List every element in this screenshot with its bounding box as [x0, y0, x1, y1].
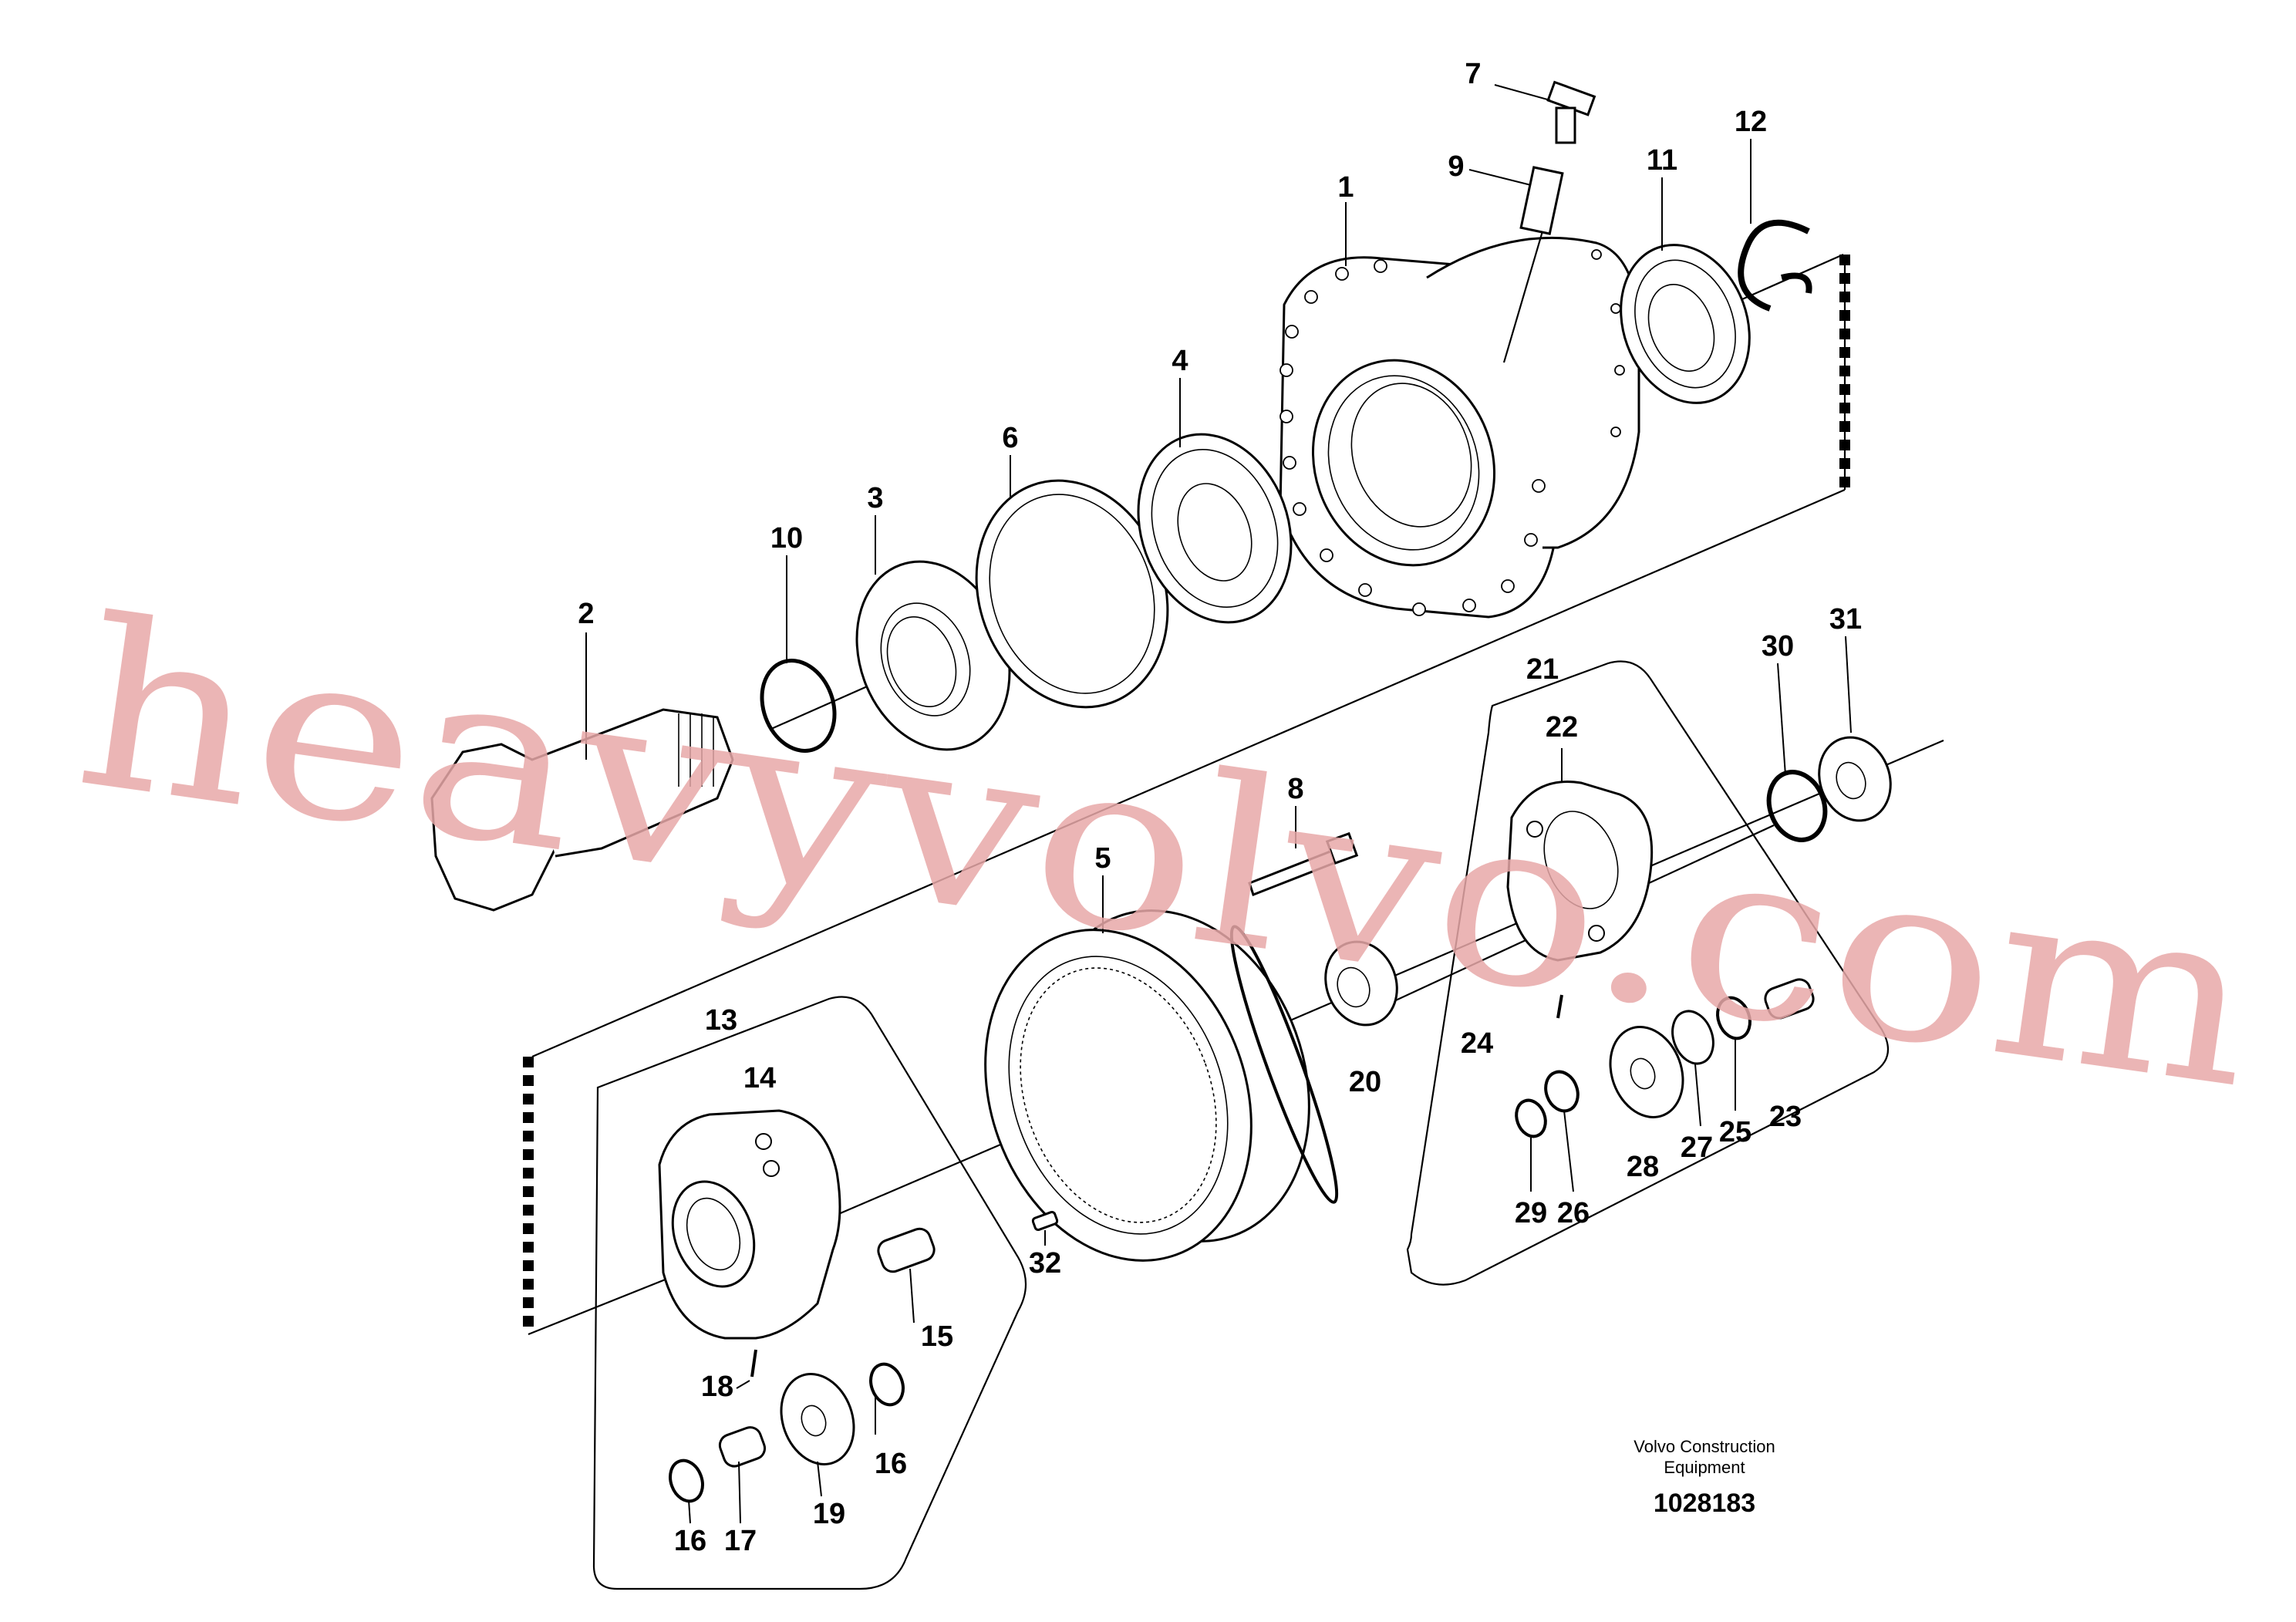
- label-part-20: 20: [1349, 1066, 1381, 1098]
- label-part-11: 11: [1647, 144, 1677, 177]
- label-part-7: 7: [1465, 58, 1481, 90]
- label-part-2: 2: [578, 598, 594, 630]
- label-part-13: 13: [705, 1004, 737, 1037]
- group-13-outline: [592, 996, 1027, 1590]
- caption-block: Volvo Construction Equipment 1028183: [1633, 1437, 1775, 1518]
- label-part-3: 3: [867, 482, 883, 514]
- label-part-12: 12: [1735, 106, 1767, 138]
- sleeve-part-9: [1519, 166, 1564, 235]
- washer-part-16-left: [669, 1458, 704, 1503]
- pin-part-23: [1764, 978, 1815, 1020]
- label-part-18: 18: [701, 1371, 733, 1403]
- label-part-17: 17: [724, 1525, 757, 1557]
- planet-gear-part-20: [1324, 940, 1398, 1027]
- caption-line-2: Equipment: [1664, 1458, 1745, 1477]
- label-part-4: 4: [1172, 345, 1188, 377]
- label-part-15: 15: [921, 1320, 953, 1353]
- snap-ring-part-29: [1515, 1098, 1547, 1138]
- label-part-8: 8: [1287, 773, 1303, 805]
- planet-gear-part-28: [1609, 1026, 1684, 1118]
- housing-part-1: [1279, 236, 1640, 619]
- planet-carrier-part-14: [658, 1109, 841, 1340]
- label-part-14: 14: [743, 1062, 776, 1094]
- bearing-part-4: [1137, 433, 1293, 624]
- label-part-27: 27: [1681, 1131, 1713, 1164]
- label-part-10: 10: [770, 522, 803, 555]
- pin-part-32: [1031, 1210, 1059, 1232]
- label-part-30: 30: [1762, 630, 1794, 663]
- bolt-part-8: [1248, 831, 1359, 896]
- plug-part-7: [1546, 80, 1596, 144]
- label-part-21: 21: [1526, 653, 1559, 686]
- caption-line-1: Volvo Construction: [1633, 1437, 1775, 1456]
- pin-part-17: [718, 1426, 767, 1468]
- pin-part-18: [750, 1349, 757, 1378]
- leader-lines: [585, 84, 1852, 1524]
- washer-part-25: [1716, 996, 1752, 1040]
- pin-part-24: [1556, 994, 1563, 1019]
- label-part-5: 5: [1094, 842, 1111, 875]
- pin-part-15: [877, 1227, 936, 1273]
- label-part-16-left: 16: [674, 1525, 706, 1557]
- label-part-19: 19: [813, 1498, 845, 1530]
- washer-part-16-right: [869, 1362, 905, 1407]
- washer-part-26: [1544, 1070, 1580, 1113]
- label-part-32: 32: [1029, 1247, 1061, 1280]
- label-part-25: 25: [1719, 1116, 1752, 1148]
- group-21-outline: [1406, 660, 1890, 1286]
- seal-part-3: [855, 560, 1011, 751]
- label-part-28: 28: [1627, 1151, 1659, 1183]
- label-part-22: 22: [1546, 711, 1578, 744]
- planet-gear-part-19: [780, 1373, 855, 1465]
- snap-ring-part-12: [1738, 219, 1812, 312]
- label-part-31: 31: [1829, 603, 1862, 636]
- pinion-shaft-part-2: [430, 708, 734, 912]
- label-part-16-right: 16: [875, 1448, 907, 1480]
- label-part-23: 23: [1769, 1101, 1802, 1133]
- o-ring-part-10: [760, 659, 837, 753]
- label-part-29: 29: [1515, 1197, 1547, 1229]
- label-part-1: 1: [1337, 171, 1354, 204]
- part-labels: 1 2 3 4 5 6 7 8 9 10 11 12 13 14 15 16 1…: [578, 58, 1862, 1557]
- needle-bearing-part-27: [1671, 1010, 1714, 1065]
- label-part-26: 26: [1557, 1197, 1590, 1229]
- label-part-24: 24: [1461, 1027, 1493, 1060]
- label-part-6: 6: [1002, 422, 1018, 454]
- document-number: 1028183: [1654, 1489, 1755, 1518]
- label-part-9: 9: [1448, 150, 1464, 183]
- bearing-part-11: [1620, 244, 1751, 404]
- ring-gear-part-5: [984, 909, 1339, 1262]
